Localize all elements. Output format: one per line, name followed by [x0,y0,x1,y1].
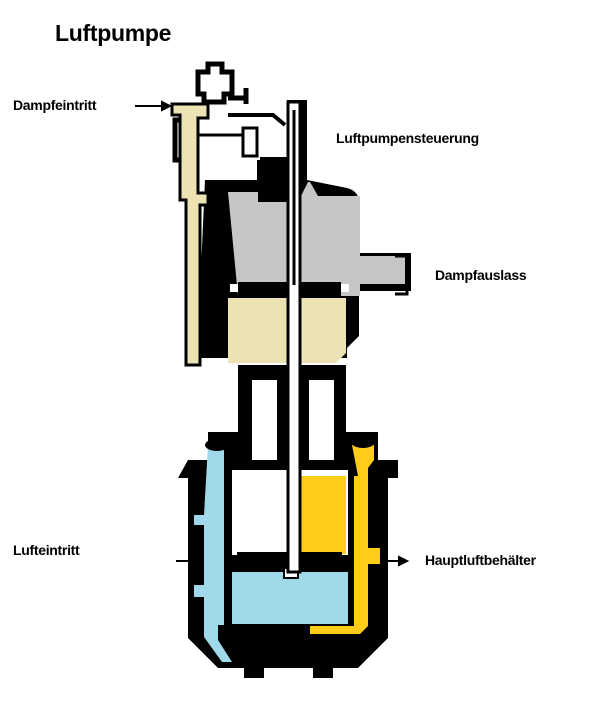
diagram-title: Luftpumpe [55,20,172,46]
label-air-inlet: Lufteintritt [13,542,80,558]
steam-inlet-passage [170,102,210,367]
label-steam-outlet: Dampfauslass [435,267,527,283]
intake-air-space [232,572,348,624]
label-pump-control: Luftpumpensteuerung [336,130,479,146]
live-steam-chamber [228,182,405,296]
intake-passage [194,445,232,662]
arrow-main-reservoir [385,555,410,567]
arrow-steam-inlet [135,100,173,112]
label-steam-inlet: Dampfeintritt [13,97,97,113]
steam-cylinder [197,100,411,363]
compressed-air-space [300,476,346,554]
label-main-reservoir: Hauptluftbehälter [425,552,536,568]
exhaust-pipe [395,254,409,296]
discharge-passage [310,445,380,634]
piston-rod [286,100,302,574]
